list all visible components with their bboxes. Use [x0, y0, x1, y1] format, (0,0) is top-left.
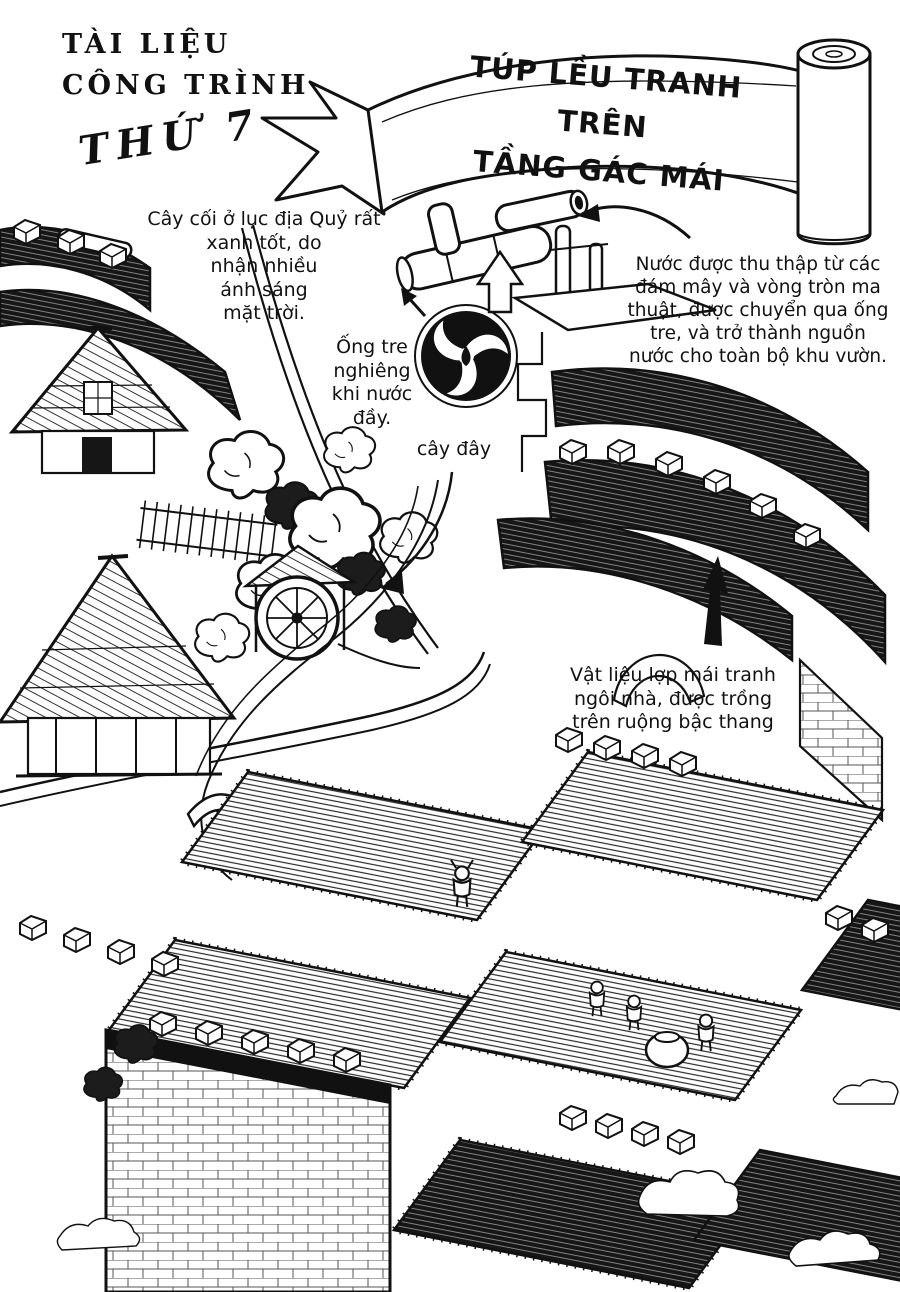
- stone-wall: [83, 1024, 392, 1292]
- water-swirl-emblem-icon: [414, 304, 518, 408]
- terrace-top-left: [0, 219, 242, 421]
- solid-arrow-up-icon: [702, 556, 728, 646]
- annotation-bamboo-pipe: Ống tre nghiêng khi nước đầy.: [331, 336, 413, 429]
- upper-terraces: [496, 282, 887, 823]
- road: [195, 479, 439, 881]
- annotation-tree-pointer: cây đây: [416, 438, 492, 460]
- waterwheel: [242, 544, 421, 669]
- annotation-water-system: Nước được thu thập từ các đám mây và vòn…: [627, 254, 889, 367]
- header-title-line-1: TÀI LIỆU: [62, 29, 232, 60]
- arrow-to-waterwheel: [385, 471, 454, 586]
- banner-title: TÚP LỀU TRANH TRÊN TẦNG GÁC MÁI: [468, 49, 744, 198]
- header-title-line-2: CÔNG TRÌNH: [62, 70, 310, 101]
- block-arrow-up-icon: [475, 249, 525, 314]
- clouds: [56, 1079, 899, 1267]
- bamboo-spout-icon: [494, 189, 589, 233]
- houses: [0, 325, 278, 778]
- arrows: [380, 204, 728, 646]
- banner-scroll: [260, 38, 872, 246]
- rice-paddies: [103, 748, 900, 1292]
- fence: [136, 500, 278, 565]
- document-header: TÀI LIỆU CÔNG TRÌNH THỨ 7: [62, 24, 310, 175]
- annotation-thatch-material: Vật liệu lợp mái tranh ngôi nhà, được tr…: [570, 664, 776, 734]
- figures: [450, 859, 715, 1069]
- annotation-trees: Cây cối ở lục địa Quỷ rất xanh tốt, do n…: [147, 208, 381, 325]
